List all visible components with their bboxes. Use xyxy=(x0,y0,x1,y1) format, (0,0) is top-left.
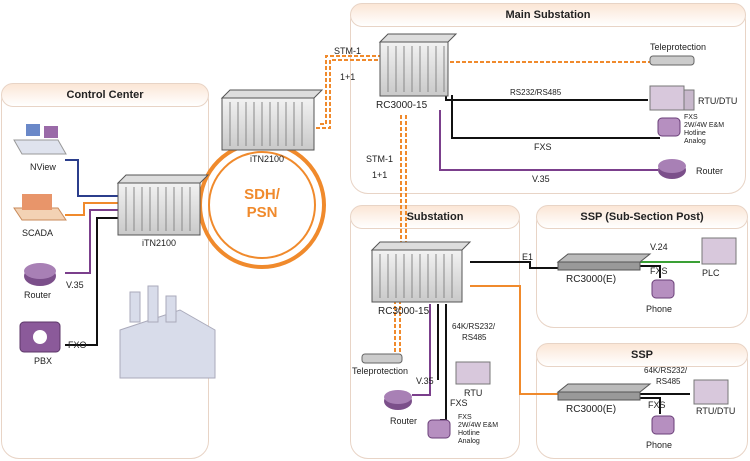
phone-ssp2-icon xyxy=(651,415,675,435)
itn2100-core-rack xyxy=(220,89,324,151)
pbx-label: PBX xyxy=(34,356,53,366)
e1-label: E1 xyxy=(522,252,534,262)
router-cc-label: Router xyxy=(24,290,52,300)
rtu-dtu-main-unit xyxy=(649,85,695,111)
router-main-icon xyxy=(658,159,686,179)
stm-links xyxy=(316,55,650,360)
fxs-main-notes: FXS 2W/4W E&M Hotline Analog xyxy=(684,114,725,145)
router-sub-label: Router xyxy=(390,416,418,426)
router-main-label: Router xyxy=(696,166,724,176)
fxo-cc-label: FXO xyxy=(68,340,87,350)
fxs-main-label: FXS xyxy=(534,142,552,152)
rc3000e-ssp1-label: RC3000(E) xyxy=(566,274,617,285)
teleprotection-sub-unit xyxy=(361,353,403,364)
stm1-b-label: STM-1 xyxy=(366,154,393,164)
rtu-sub-label: RTU xyxy=(464,388,483,398)
k64-ssp2-label-2: RS485 xyxy=(656,377,681,386)
k64-sub-label-1: 64K/RS232/ xyxy=(452,322,496,331)
itn2100-cc-rack xyxy=(116,174,210,236)
nview-icon xyxy=(13,124,67,155)
sdh-label: SDH/ xyxy=(244,186,280,203)
rs232-main-label: RS232/RS485 xyxy=(510,88,562,97)
v35-main-label: V.35 xyxy=(532,174,550,184)
k64-sub-label-2: RS485 xyxy=(462,333,487,342)
itn2100-cc-label: iTN2100 xyxy=(141,238,177,248)
fxs-sub-label: FXS xyxy=(450,398,468,408)
phone-ssp1-icon xyxy=(651,279,675,299)
stm1-a-label: STM-1 xyxy=(334,46,361,56)
fxs-sub-notes: FXS 2W/4W E&M Hotline Analog xyxy=(458,414,499,445)
rc3000e-ssp2-label: RC3000(E) xyxy=(566,404,617,415)
v24-label: V.24 xyxy=(650,242,668,252)
rtu-dtu-ssp2-unit xyxy=(693,379,729,405)
itn2100-core-label: iTN2100 xyxy=(249,154,285,164)
link-sub-ssp xyxy=(470,285,560,395)
rc3000-15-sub-rack xyxy=(370,241,472,303)
rtu-dtu-ssp2-label: RTU/DTU xyxy=(696,406,736,416)
main-substation-links xyxy=(439,95,660,171)
rc3000-15-main-rack xyxy=(378,33,458,97)
ssp-links xyxy=(620,261,700,414)
phone-ssp1-label: Phone xyxy=(646,304,673,314)
psn-label: PSN xyxy=(246,204,278,221)
substation-header: Substation xyxy=(350,205,520,229)
pbx-icon xyxy=(19,321,61,353)
v35-cc-label: V.35 xyxy=(66,280,84,290)
ssp-sub-section-header: SSP (Sub-Section Post) xyxy=(536,205,748,229)
substation-links xyxy=(372,261,558,421)
control-center-header: Control Center xyxy=(1,83,209,107)
plc-unit xyxy=(701,237,737,265)
v35-sub-label: V.35 xyxy=(416,376,434,386)
sdh-psn-label: SDH/ PSN xyxy=(230,186,294,222)
phone-ssp2-label: Phone xyxy=(646,440,673,450)
phone-sub-icon xyxy=(427,419,451,439)
rc3000-15-sub-label: RC3000-15 xyxy=(378,306,430,317)
plc-label: PLC xyxy=(702,268,720,278)
plus1-b-label: 1+1 xyxy=(372,170,388,180)
ssp-header: SSP xyxy=(536,343,748,367)
teleprotection-main-label: Teleprotection xyxy=(650,42,707,52)
router-sub-icon xyxy=(384,390,412,410)
teleprotection-sub-label: Teleprotection xyxy=(352,366,409,376)
scada-label: SCADA xyxy=(22,228,54,238)
nview-label: NView xyxy=(30,162,56,172)
rtu-sub-unit xyxy=(455,361,491,385)
k64-ssp2-label-1: 64K/RS232/ xyxy=(644,366,688,375)
rc3000-15-main-label: RC3000-15 xyxy=(376,100,428,111)
rc3000e-ssp1-unit xyxy=(556,253,652,271)
scada-icon xyxy=(13,194,67,221)
rtu-dtu-main-label: RTU/DTU xyxy=(698,96,738,106)
control-center-links xyxy=(65,159,118,346)
main-substation-header: Main Substation xyxy=(350,3,746,27)
teleprotection-main-unit xyxy=(649,55,695,66)
fxs-ssp1-label: FXS xyxy=(650,266,668,276)
fxs-ssp2-label: FXS xyxy=(648,400,666,410)
phone-main-icon xyxy=(657,117,681,137)
rc3000e-ssp2-unit xyxy=(556,383,652,401)
router-cc-icon xyxy=(24,263,56,286)
plus1-a-label: 1+1 xyxy=(340,72,356,82)
factory-icon xyxy=(119,285,216,379)
